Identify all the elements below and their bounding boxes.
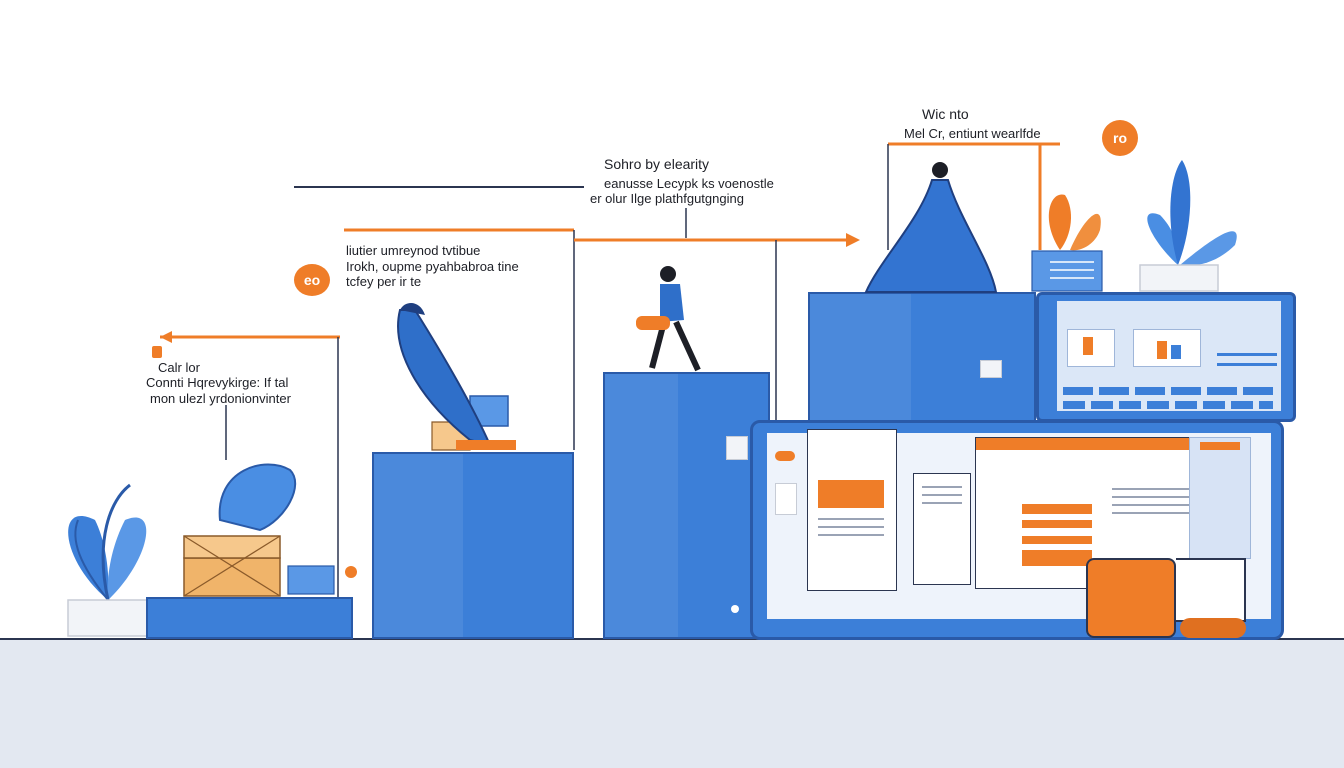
- floor-line: [0, 638, 1344, 640]
- step3-line1: eanusse Lecypk ks voenostle: [604, 176, 774, 191]
- step1-title: Calr lor: [158, 360, 200, 375]
- marker-icon: [152, 346, 162, 358]
- platform-step2: [372, 452, 574, 639]
- orange-cabinet: [1086, 558, 1176, 638]
- dashboard-screen: [1057, 301, 1281, 411]
- tower-switch: [726, 436, 748, 460]
- coin-stack-icon: [1180, 618, 1246, 638]
- platform-step1: [146, 597, 353, 639]
- side-panel: [1189, 437, 1251, 559]
- step2-line2: Irokh, oupme pyahbabroa tine: [346, 259, 519, 274]
- document-card-2: [913, 473, 971, 585]
- step2-badge: eo: [294, 264, 330, 296]
- step3-title: Sohro by elearity: [604, 156, 710, 172]
- step4-title: Wic nto: [922, 106, 969, 122]
- dashboard-monitor: [1036, 292, 1296, 422]
- arrow-head-left-icon: [160, 331, 172, 343]
- step4-line1: Mel Cr, entiunt wearlfde: [904, 126, 1041, 141]
- platform-step4: [808, 292, 1036, 424]
- step4-badge: ro: [1102, 120, 1138, 156]
- step1-line1: Connti Hqrevykirge: If tal: [146, 375, 289, 390]
- document-card: [807, 429, 897, 591]
- step2-line1: liutier umreynod tvtibue: [346, 243, 481, 258]
- tower-power-led: [731, 605, 739, 613]
- step3-line2: er olur Ilge plathfgutgnging: [590, 191, 744, 206]
- platform-switch: [980, 360, 1002, 378]
- platform-step3: [603, 372, 770, 639]
- step2-line3: tcfey per ir te: [346, 274, 422, 289]
- step1-line2: mon ulezl yrdonionvinter: [150, 391, 291, 406]
- floor: [0, 640, 1344, 768]
- arrow-head-right-icon: [846, 233, 860, 247]
- cabinet-panel: [1176, 558, 1246, 622]
